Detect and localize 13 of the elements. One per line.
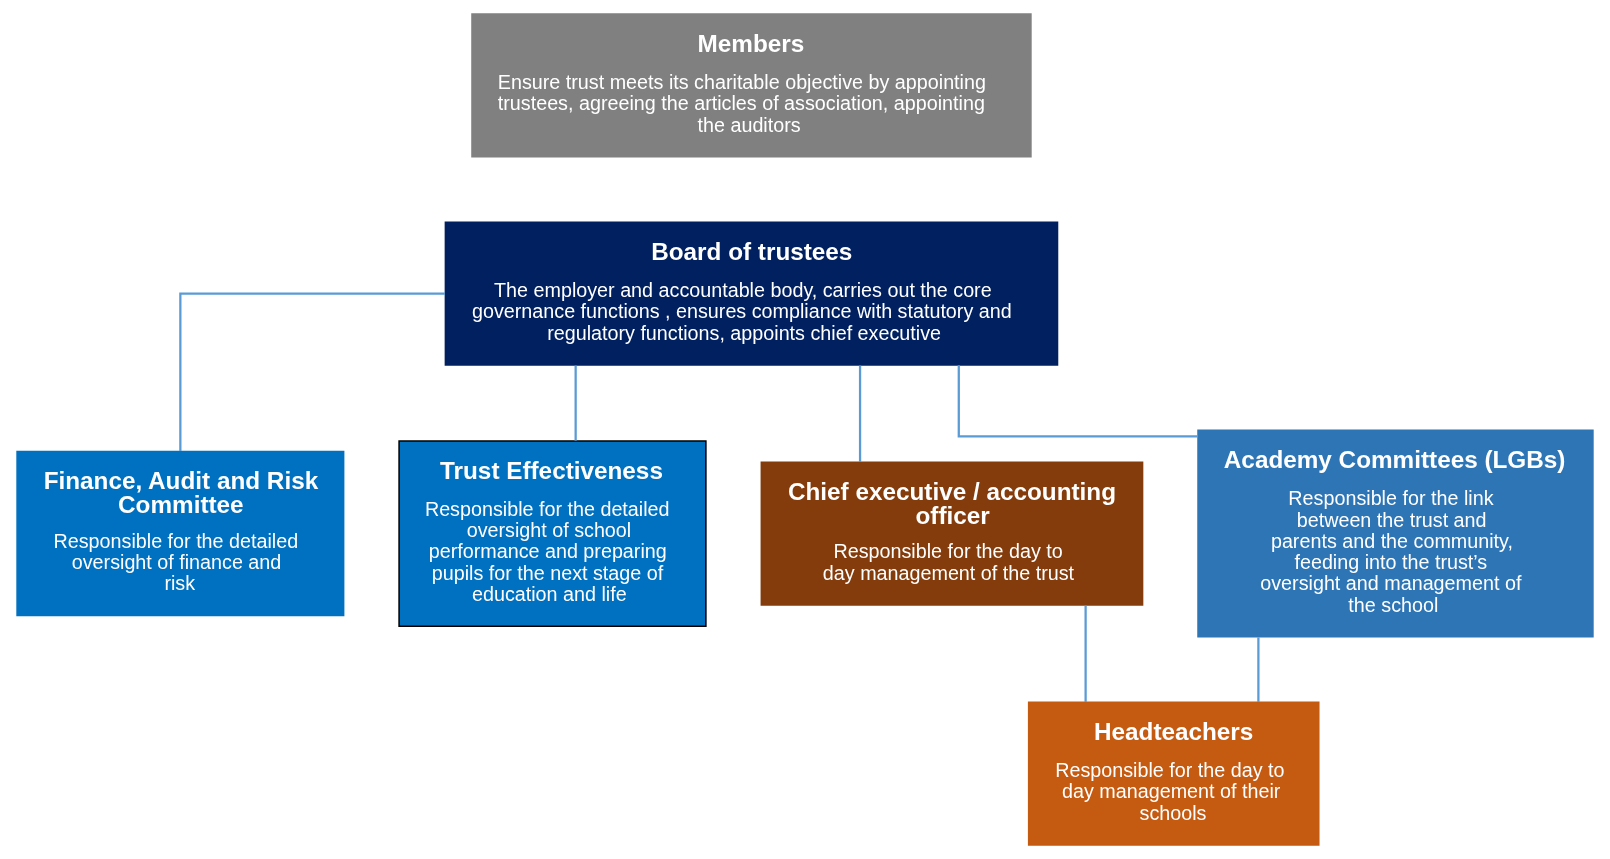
connector <box>574 365 577 441</box>
connector <box>1257 637 1260 702</box>
node-box: Board of trustees The employer and accountable body, carries out the core governance functions , ensures compliance with statutory and regulatory functions, appoints chief executive <box>444 221 1059 366</box>
node-box: Finance, Audit and Risk Committee Responsible for the detailed oversight of finance and risk <box>16 450 345 617</box>
node-box: Trust Effectiveness Responsible for the detailed oversight of school performance and preparing pupils for the next stage of education and life <box>398 440 707 627</box>
node-box: Headteachers Responsible for the day to day management of their schools <box>1027 701 1320 846</box>
connector <box>858 365 862 462</box>
connector <box>179 292 445 451</box>
connector <box>957 365 1198 438</box>
node-box: Academy Committees (LGBs) Responsible for the link between the trust and parents and the community, feeding into the trust’s oversight and management of the school <box>1197 429 1594 638</box>
node-box: Members Ensure trust meets its charitable objective by appointing trustees, agreeing the articles of association, appointing the auditors <box>471 13 1032 158</box>
node-box: Chief executive / accounting officer Responsible for the day to day management of the trust <box>760 461 1144 606</box>
connector <box>1084 605 1087 702</box>
